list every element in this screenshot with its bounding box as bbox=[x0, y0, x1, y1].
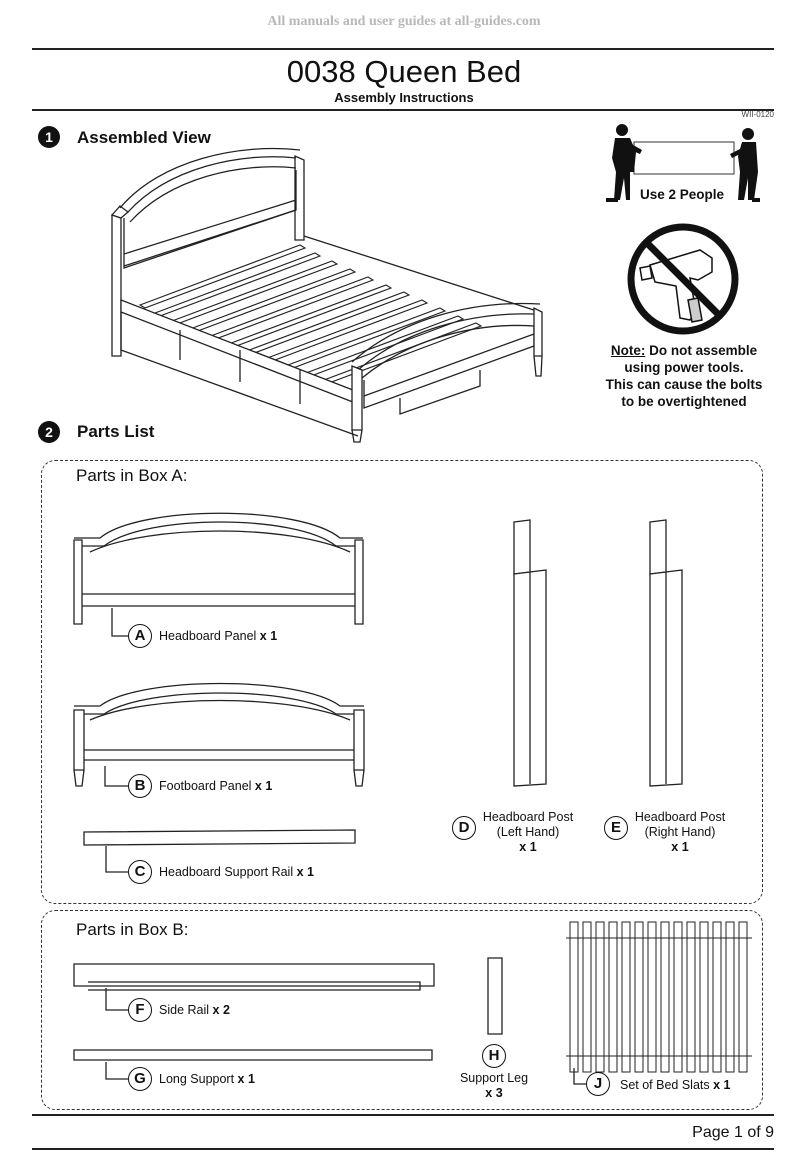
note-line-2: using power tools. bbox=[624, 360, 744, 375]
part-e-qty: x 1 bbox=[671, 840, 689, 854]
part-b-callout: B bbox=[128, 774, 152, 798]
part-h-qty: x 3 bbox=[485, 1086, 503, 1100]
part-d-qty: x 1 bbox=[519, 840, 537, 854]
box-a-title: Parts in Box A: bbox=[76, 466, 188, 485]
part-g-qty: x 1 bbox=[237, 1072, 255, 1086]
note-line-1: Do not assemble bbox=[645, 343, 758, 358]
part-d-name-line2: (Left Hand) bbox=[496, 825, 560, 839]
part-g-name: Long Support bbox=[159, 1072, 235, 1086]
part-f-callout: F bbox=[128, 998, 152, 1022]
part-e-callout: E bbox=[604, 816, 628, 840]
page-number: Page 1 of 9 bbox=[692, 1124, 774, 1141]
part-b-qty: x 1 bbox=[254, 779, 273, 793]
part-j-qty: x 1 bbox=[713, 1078, 731, 1092]
part-f-label: Side Rail x 2 bbox=[159, 1003, 230, 1017]
watermark: All manuals and user guides at all-guide… bbox=[267, 14, 541, 29]
part-d-callout: D bbox=[452, 816, 476, 840]
note-prefix: Note: bbox=[610, 343, 646, 358]
note-line-3: This can cause the bolts bbox=[605, 377, 763, 392]
box-a-panel bbox=[41, 460, 763, 904]
part-a-callout: A bbox=[128, 624, 152, 648]
step-2-title: Parts List bbox=[77, 422, 155, 441]
header-rule-top bbox=[32, 48, 774, 50]
page-title: 0038 Queen Bed bbox=[286, 54, 522, 89]
part-g-label: Long Support x 1 bbox=[159, 1072, 255, 1086]
two-people-label: Use 2 People bbox=[640, 187, 725, 202]
part-e-name-line1: Headboard Post bbox=[634, 810, 726, 824]
box-b-panel bbox=[41, 910, 763, 1110]
part-a-name: Headboard Panel bbox=[159, 629, 257, 643]
note-line-4: to be overtightened bbox=[621, 394, 747, 409]
part-b-label: Footboard Panel x 1 bbox=[159, 779, 272, 793]
part-j-label: Set of Bed Slats x 1 bbox=[620, 1078, 731, 1092]
part-j-name: Set of Bed Slats bbox=[620, 1078, 710, 1092]
part-b-name: Footboard Panel bbox=[159, 779, 252, 793]
box-b-title: Parts in Box B: bbox=[76, 920, 189, 939]
part-a-label: Headboard Panel x 1 bbox=[159, 629, 277, 643]
part-f-name: Side Rail bbox=[159, 1003, 210, 1017]
part-c-qty: x 1 bbox=[296, 865, 314, 879]
part-a-qty: x 1 bbox=[259, 629, 278, 643]
part-c-callout: C bbox=[128, 860, 152, 884]
header-rule-bottom bbox=[32, 109, 774, 111]
part-d-name-line1: Headboard Post bbox=[482, 810, 574, 824]
step-1-number: 1 bbox=[38, 126, 60, 148]
footer-rule-top bbox=[32, 1114, 774, 1116]
part-e-name-line2: (Right Hand) bbox=[644, 825, 716, 839]
part-e-label: Headboard Post (Right Hand) x 1 bbox=[628, 810, 732, 855]
part-c-label: Headboard Support Rail x 1 bbox=[159, 865, 314, 879]
part-h-label: Support Leg x 3 bbox=[446, 1071, 542, 1101]
document-id: WII-0120 bbox=[741, 110, 774, 119]
part-g-callout: G bbox=[128, 1067, 152, 1091]
footer-rule-bottom bbox=[32, 1148, 774, 1150]
part-h-callout: H bbox=[482, 1044, 506, 1068]
part-f-qty: x 2 bbox=[212, 1003, 230, 1017]
page-subtitle: Assembly Instructions bbox=[334, 90, 474, 105]
power-tools-note: Note: Do not assemble using power tools.… bbox=[596, 342, 772, 410]
part-h-name: Support Leg bbox=[459, 1071, 529, 1085]
step-2-number: 2 bbox=[38, 421, 60, 443]
part-d-label: Headboard Post (Left Hand) x 1 bbox=[476, 810, 580, 855]
part-c-name: Headboard Support Rail bbox=[159, 865, 294, 879]
part-j-callout: J bbox=[586, 1072, 610, 1096]
step-1-title: Assembled View bbox=[77, 128, 211, 147]
